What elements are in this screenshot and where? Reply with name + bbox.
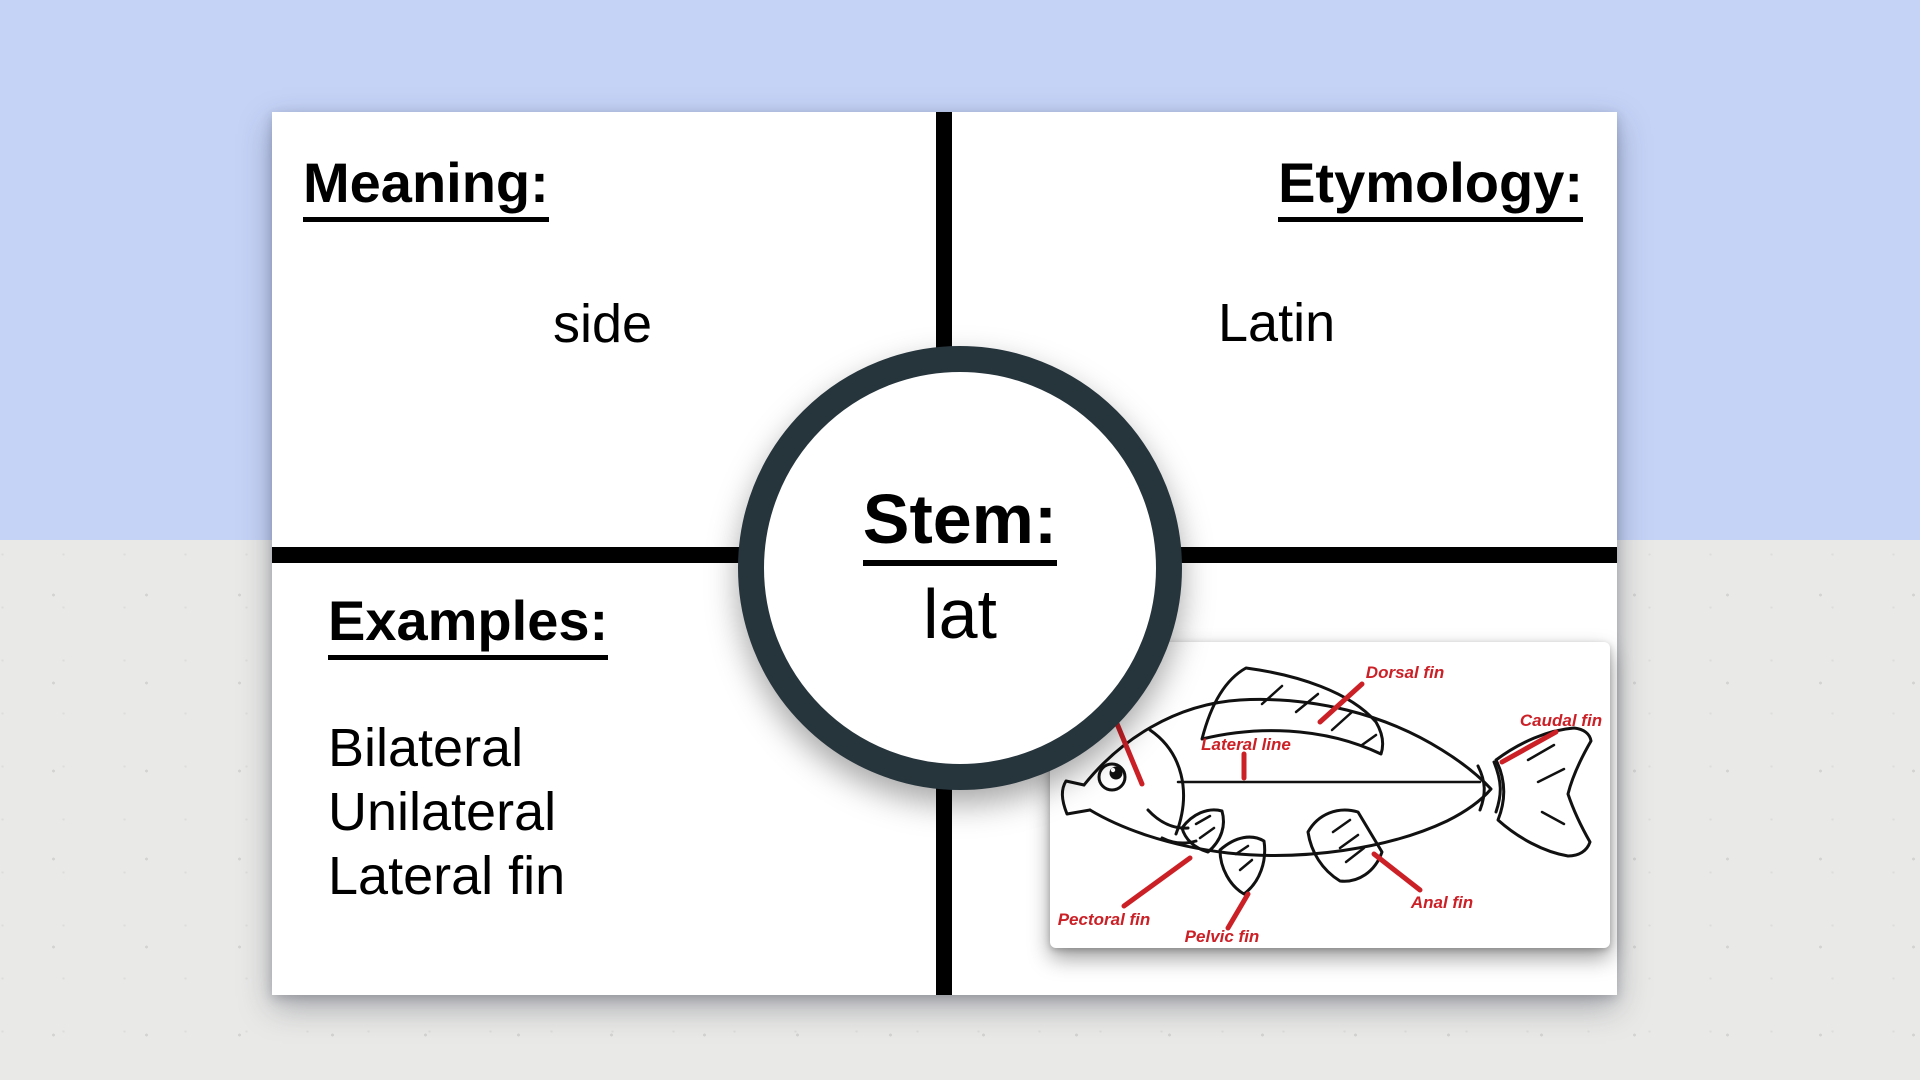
- leader-line-pelvic: [1225, 891, 1251, 931]
- graphic-organizer-card: Meaning: side Etymology: Latin Examples:…: [272, 112, 1617, 995]
- fish-label-dorsal-fin: Dorsal fin: [1366, 663, 1444, 682]
- leader-line-pectoral: [1121, 855, 1193, 909]
- stem-heading: Stem:: [862, 482, 1058, 567]
- example-item: Bilateral: [328, 718, 524, 778]
- fish-outline: [1060, 666, 1593, 896]
- etymology-value: Latin: [1218, 293, 1336, 353]
- fish-label-pelvic-fin: Pelvic fin: [1185, 927, 1260, 946]
- example-item: Lateral fin: [328, 846, 566, 906]
- leader-line-anal: [1371, 851, 1423, 893]
- fish-label-anal-fin: Anal fin: [1410, 893, 1473, 912]
- etymology-heading: Etymology:: [1278, 152, 1583, 222]
- fish-labels: Dorsal fin Caudal fin Lateral line Pecto…: [1058, 663, 1602, 946]
- fish-illustration: Dorsal fin Caudal fin Lateral line Pecto…: [1058, 663, 1602, 946]
- examples-heading: Examples:: [328, 590, 609, 660]
- stem-value: lat: [923, 575, 997, 654]
- fish-label-lateral-line: Lateral line: [1201, 735, 1291, 754]
- fish-label-pectoral-fin: Pectoral fin: [1058, 910, 1151, 929]
- leader-line-caudal: [1499, 729, 1559, 765]
- meaning-value: side: [553, 294, 653, 354]
- label-leader-lines: [1105, 681, 1559, 931]
- examples-list: Bilateral Unilateral Lateral fin: [328, 716, 565, 908]
- leader-line-dorsal: [1317, 681, 1365, 725]
- meaning-heading: Meaning:: [303, 152, 549, 222]
- example-item: Unilateral: [328, 782, 557, 842]
- fish-label-caudal-fin: Caudal fin: [1520, 711, 1602, 730]
- stem-circle: Stem: lat: [738, 346, 1182, 790]
